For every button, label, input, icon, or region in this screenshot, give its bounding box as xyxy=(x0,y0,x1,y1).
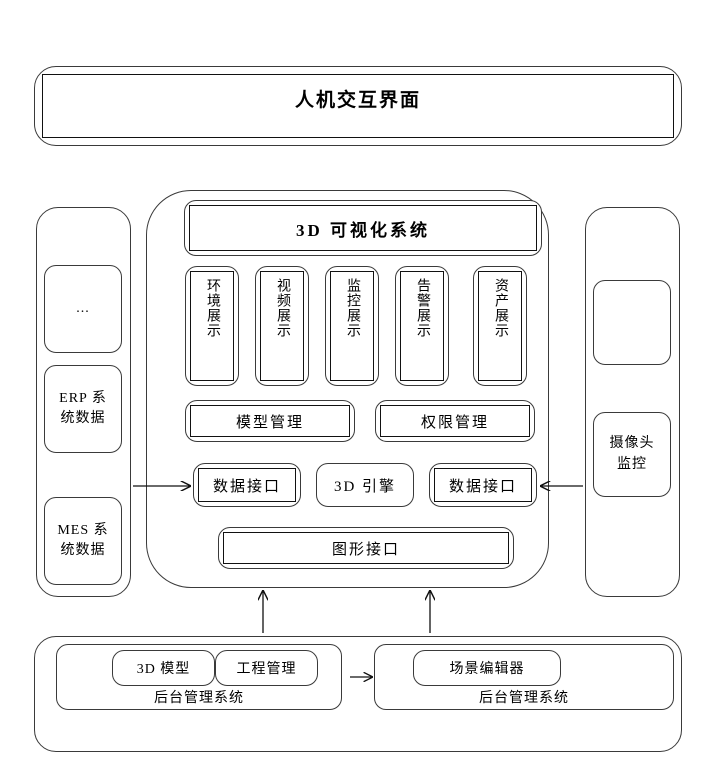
right-column-item-camera[interactable] xyxy=(593,412,671,497)
left-column-item-ellipsis[interactable] xyxy=(44,265,122,353)
graphics-interface-box[interactable]: 图形接口 xyxy=(218,527,514,569)
backend-box-scene-editor[interactable]: 场景编辑器 xyxy=(413,650,561,686)
data-interface-left-box[interactable]: 数据接口 xyxy=(193,463,301,507)
graphics-interface-label: 图形接口 xyxy=(331,541,400,558)
left-column-item-ellipsis-label: ... xyxy=(76,300,90,316)
left-column-item-erp[interactable] xyxy=(44,365,122,453)
visual-system-box[interactable]: 3D 可视化系统 xyxy=(184,200,542,256)
data-interface-right-label: 数据接口 xyxy=(448,478,517,495)
display-module-video[interactable]: 视频展示 xyxy=(255,266,309,386)
left-column-item-mes-label: MES 系 统数据 xyxy=(57,522,109,558)
backend-group-left-caption: 后台管理系统 xyxy=(154,691,244,706)
left-column-item-mes[interactable] xyxy=(44,497,122,585)
display-module-environment[interactable]: 环境展示 xyxy=(185,266,239,386)
backend-box-project-management-label: 工程管理 xyxy=(236,662,297,677)
data-interface-left-label: 数据接口 xyxy=(212,478,281,495)
right-column-container xyxy=(585,207,680,597)
backend-box-3d-model[interactable]: 3D 模型 xyxy=(112,650,215,686)
display-module-environment-label: 环境展示 xyxy=(205,278,220,338)
center-container xyxy=(146,190,549,588)
visual-system-label: 3D 可视化系统 xyxy=(295,220,431,240)
display-module-video-label: 视频展示 xyxy=(275,278,290,338)
left-column-item-erp-label: ERP 系 统数据 xyxy=(59,390,107,426)
display-module-asset-label: 资产展示 xyxy=(493,278,508,338)
backend-group-right-caption: 后台管理系统 xyxy=(479,691,569,706)
backend-box-project-management[interactable]: 工程管理 xyxy=(215,650,318,686)
display-module-monitor[interactable]: 监控展示 xyxy=(325,266,379,386)
right-column-item-empty-label xyxy=(593,280,671,365)
engine-3d-label: 3D 引擎 xyxy=(333,478,397,495)
right-column-item-camera-label: 摄像头 监控 xyxy=(609,436,655,472)
top-banner-label: 人机交互界面 xyxy=(294,89,421,111)
data-interface-right-box[interactable]: 数据接口 xyxy=(429,463,537,507)
management-permission-box[interactable]: 权限管理 xyxy=(375,400,535,442)
engine-3d-box[interactable]: 3D 引擎 xyxy=(316,463,414,507)
display-module-monitor-label: 监控展示 xyxy=(345,278,360,338)
backend-box-3d-model-label: 3D 模型 xyxy=(136,662,191,677)
management-model-box[interactable]: 模型管理 xyxy=(185,400,355,442)
top-banner-inner xyxy=(42,74,674,138)
right-column-item-empty[interactable] xyxy=(593,280,671,365)
display-module-alarm[interactable]: 告警展示 xyxy=(395,266,449,386)
backend-box-scene-editor-label: 场景编辑器 xyxy=(449,662,525,677)
management-model-label: 模型管理 xyxy=(235,414,304,431)
display-module-alarm-label: 告警展示 xyxy=(415,278,430,338)
management-permission-label: 权限管理 xyxy=(420,414,489,431)
display-module-asset[interactable]: 资产展示 xyxy=(473,266,527,386)
